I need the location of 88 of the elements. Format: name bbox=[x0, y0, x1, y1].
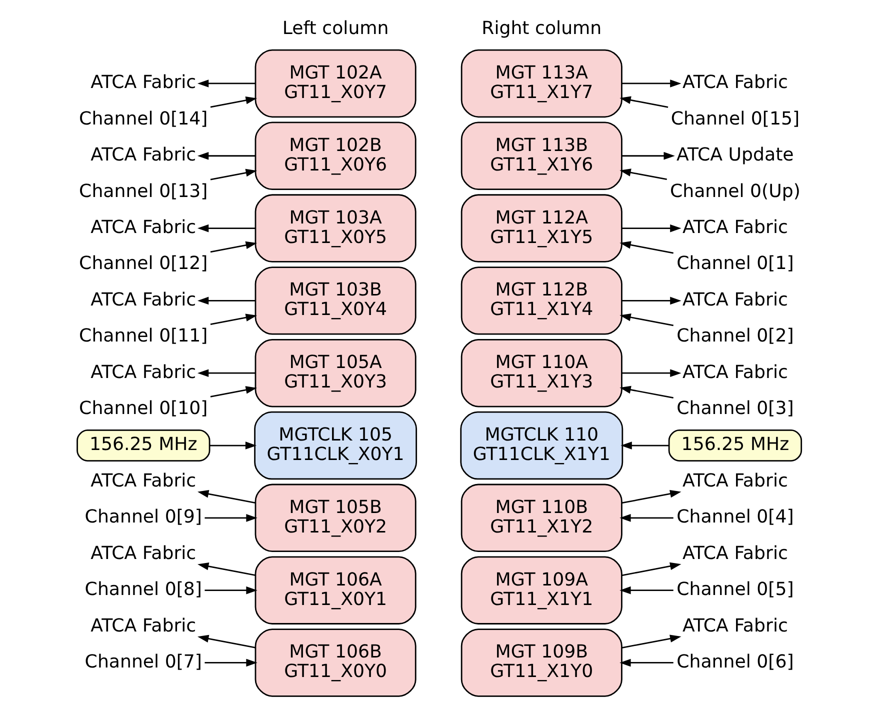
arrow bbox=[620, 168, 667, 180]
node-text: Channel 0[9] bbox=[84, 506, 202, 528]
node-text: ATCA Fabric bbox=[90, 144, 196, 166]
arrow bbox=[622, 634, 682, 648]
node-box: MGT 102B GT11_X0Y6 bbox=[254, 122, 416, 190]
arrow bbox=[197, 369, 256, 377]
node-text: ATCA Fabric bbox=[682, 542, 788, 564]
arrow bbox=[620, 658, 674, 667]
arrow bbox=[622, 562, 682, 576]
label: Right column bbox=[482, 18, 602, 39]
node-box: MGT 106B GT11_X0Y0 bbox=[254, 628, 416, 697]
node-text: Channel 0[15] bbox=[670, 108, 800, 130]
arrow bbox=[197, 296, 256, 305]
node-text: Channel 0[10] bbox=[79, 398, 208, 420]
node-text: ATCA Fabric bbox=[682, 217, 788, 238]
arrow bbox=[620, 313, 674, 326]
node-text: Channel 0[8] bbox=[84, 579, 202, 600]
node-box: MGT 113B GT11_X1Y6 bbox=[460, 122, 622, 190]
arrow bbox=[210, 386, 257, 398]
arrow bbox=[620, 514, 674, 522]
label: Left column bbox=[282, 18, 389, 39]
node-text: Channel 0[4] bbox=[676, 506, 794, 528]
node-text: ATCA Fabric bbox=[90, 542, 196, 564]
node-text: ATCA Fabric bbox=[682, 362, 788, 383]
node-box: MGT 106A GT11_X0Y1 bbox=[254, 556, 416, 624]
node-text: Channel 0[5] bbox=[676, 579, 794, 600]
node-text: ATCA Fabric bbox=[682, 72, 788, 94]
arrow bbox=[210, 168, 257, 180]
node-box: 156.25 MHz bbox=[668, 430, 802, 462]
node-text: ATCA Fabric bbox=[90, 72, 196, 94]
arrow bbox=[198, 634, 256, 648]
node-text: Channel 0[11] bbox=[79, 326, 208, 347]
arrow bbox=[204, 514, 258, 522]
node-text: Channel 0[2] bbox=[676, 326, 794, 347]
arrow bbox=[197, 152, 256, 160]
node-text: ATCA Fabric bbox=[90, 362, 196, 383]
arrow bbox=[622, 80, 682, 88]
node-box: MGT 105A GT11_X0Y3 bbox=[254, 339, 416, 408]
node-box: MGT 103B GT11_X0Y4 bbox=[254, 266, 416, 335]
node-box: MGT 112B GT11_X1Y4 bbox=[460, 266, 622, 335]
node-text: Channel 0[13] bbox=[79, 180, 208, 202]
node-box: MGT 102A GT11_X0Y7 bbox=[254, 49, 416, 118]
node-text: ATCA Fabric bbox=[682, 289, 788, 310]
node-text: ATCA Fabric bbox=[90, 217, 196, 238]
node-text: Channel 0[12] bbox=[79, 253, 208, 274]
arrow bbox=[204, 658, 258, 667]
arrow bbox=[198, 490, 256, 504]
arrow bbox=[197, 224, 256, 232]
arrow bbox=[622, 152, 675, 160]
node-text: ATCA Fabric bbox=[90, 470, 196, 492]
arrow bbox=[620, 586, 674, 594]
node-box: MGTCLK 110 GT11CLK_X1Y1 bbox=[460, 411, 624, 480]
node-box: MGT 110B GT11_X1Y2 bbox=[460, 484, 622, 552]
node-box: MGT 105B GT11_X0Y2 bbox=[254, 484, 416, 552]
node-box: 156.25 MHz bbox=[76, 430, 210, 462]
arrow bbox=[197, 80, 256, 88]
node-box: MGT 110A GT11_X1Y3 bbox=[460, 339, 622, 408]
node-box: MGT 103A GT11_X0Y5 bbox=[254, 194, 416, 262]
node-text: ATCA Fabric bbox=[682, 470, 788, 492]
node-text: Channel 0(Up) bbox=[670, 180, 800, 202]
arrow bbox=[622, 490, 682, 504]
node-text: ATCA Fabric bbox=[682, 615, 788, 636]
arrow bbox=[620, 96, 668, 108]
arrow bbox=[622, 224, 682, 232]
node-box: MGT 112A GT11_X1Y5 bbox=[460, 194, 622, 262]
arrow bbox=[622, 296, 682, 305]
arrow bbox=[620, 386, 674, 399]
arrow bbox=[620, 442, 669, 450]
arrow bbox=[620, 241, 674, 254]
node-text: Channel 0[6] bbox=[676, 651, 794, 672]
node-text: ATCA Update bbox=[676, 144, 794, 166]
node-box: MGT 109A GT11_X1Y1 bbox=[460, 556, 622, 624]
node-text: Channel 0[1] bbox=[676, 253, 794, 274]
node-text: Channel 0[14] bbox=[79, 108, 208, 130]
arrow bbox=[198, 562, 256, 576]
arrow bbox=[204, 586, 258, 594]
arrow bbox=[210, 442, 257, 450]
arrow bbox=[210, 96, 257, 108]
node-box: MGTCLK 105 GT11CLK_X0Y1 bbox=[254, 411, 418, 480]
node-text: Channel 0[3] bbox=[676, 398, 794, 420]
node-text: ATCA Fabric bbox=[90, 289, 196, 310]
node-box: MGT 109B GT11_X1Y0 bbox=[460, 628, 622, 697]
arrow bbox=[210, 241, 257, 253]
node-text: Channel 0[7] bbox=[84, 651, 202, 672]
node-text: ATCA Fabric bbox=[90, 615, 196, 636]
arrow bbox=[210, 314, 257, 326]
arrow bbox=[622, 369, 682, 377]
node-box: MGT 113A GT11_X1Y7 bbox=[460, 49, 622, 118]
